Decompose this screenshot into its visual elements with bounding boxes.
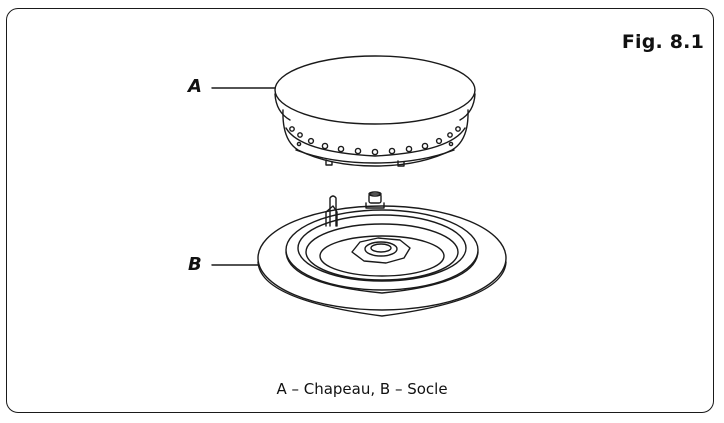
callout-label-b: B — [188, 254, 202, 275]
figure-caption: A – Chapeau, B – Socle — [276, 380, 448, 398]
burner-cap — [274, 55, 476, 167]
figure-title: Fig. 8.1 — [621, 31, 704, 53]
burner-base — [257, 191, 507, 317]
callout-label-a: A — [188, 76, 202, 97]
flame-ports — [289, 126, 461, 156]
